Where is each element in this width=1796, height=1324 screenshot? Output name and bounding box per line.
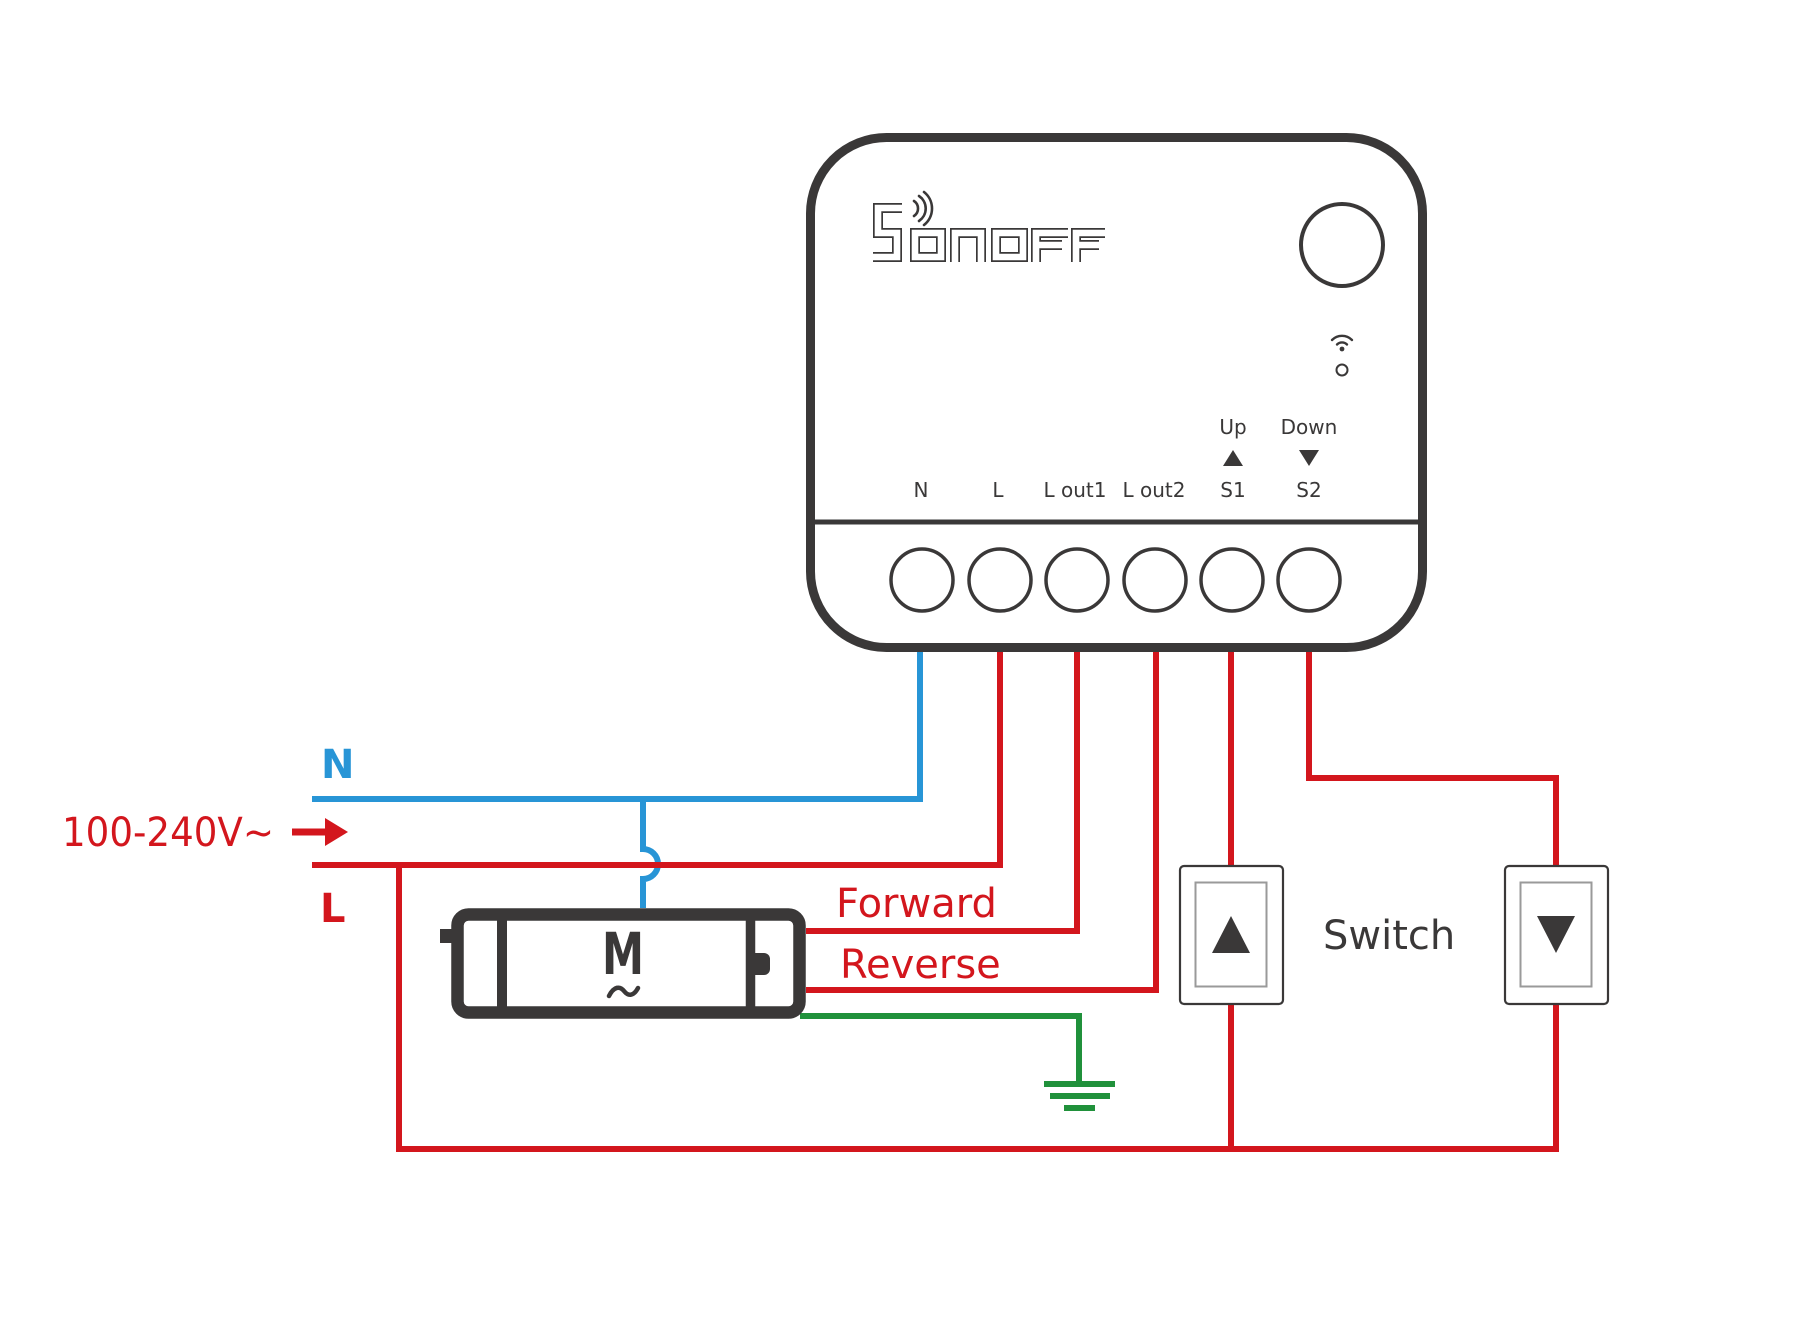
logo-letter-fill (873, 204, 902, 261)
triangle-up-icon (1223, 450, 1243, 466)
down-switch[interactable] (1503, 864, 1610, 1006)
terminal-label-l: L (992, 478, 1004, 502)
terminal-label-s2: S2 (1296, 478, 1321, 502)
live-wire-switch-feed (396, 862, 1559, 1152)
wifi-signal-icon (912, 190, 934, 227)
triangle-up-icon (1212, 916, 1250, 953)
terminal-n[interactable] (889, 547, 955, 613)
terminal-l[interactable] (967, 547, 1033, 613)
logo-letter-fill (992, 229, 1027, 261)
terminal-label-s1: S1 (1220, 478, 1245, 502)
motor: M (440, 908, 806, 1019)
up-switch[interactable] (1178, 864, 1285, 1006)
motor-body (451, 908, 806, 1019)
terminal-lout1[interactable] (1044, 547, 1110, 613)
sonoff-device: Up Down N L L out1 L out2 S1 S2 (806, 133, 1427, 652)
terminal-screws (889, 547, 1342, 613)
motor-left-stub (440, 929, 454, 943)
logo-letter-fill (951, 229, 985, 262)
supply-live-label: L (320, 886, 346, 932)
pairing-button[interactable] (1299, 202, 1385, 288)
terminal-lout2[interactable] (1122, 547, 1188, 613)
sonoff-logo (873, 190, 1105, 262)
terminal-s1[interactable] (1199, 547, 1265, 613)
terminal-label-n: N (914, 478, 929, 502)
neutral-wire-motor (640, 799, 661, 908)
terminal-s2[interactable] (1276, 547, 1342, 613)
s2-wire (1306, 652, 1559, 865)
forward-label: Forward (836, 881, 997, 927)
triangle-down-icon (1537, 916, 1575, 953)
motor-right-stub (754, 953, 770, 975)
wires (312, 652, 1559, 1152)
neutral-wire-supply (312, 652, 923, 802)
logo-letter-fill (1032, 229, 1068, 262)
s2-direction-label: Down (1281, 415, 1338, 439)
live-wire-supply (312, 652, 1003, 868)
s1-direction-label: Up (1219, 415, 1246, 439)
wifi-led-icon (1330, 334, 1354, 377)
supply-voltage-label: 100-240V~ (62, 810, 274, 856)
motor-symbol: M (602, 920, 644, 988)
supply-neutral-label: N (321, 742, 354, 788)
forward-wire (806, 652, 1080, 934)
ground-icon (1044, 1081, 1115, 1111)
terminal-label-lout2: L out2 (1123, 478, 1186, 502)
logo-letter-fill (1072, 229, 1105, 262)
terminal-label-lout1: L out1 (1044, 478, 1107, 502)
logo-letter-fill (911, 229, 945, 261)
arrow-right-icon (292, 818, 348, 846)
triangle-down-icon (1299, 450, 1319, 466)
earth-wire (800, 1013, 1082, 1082)
reverse-wire (806, 652, 1159, 993)
reverse-label: Reverse (840, 942, 1001, 988)
switch-label: Switch (1323, 913, 1455, 959)
ac-tilde-icon (606, 985, 641, 999)
